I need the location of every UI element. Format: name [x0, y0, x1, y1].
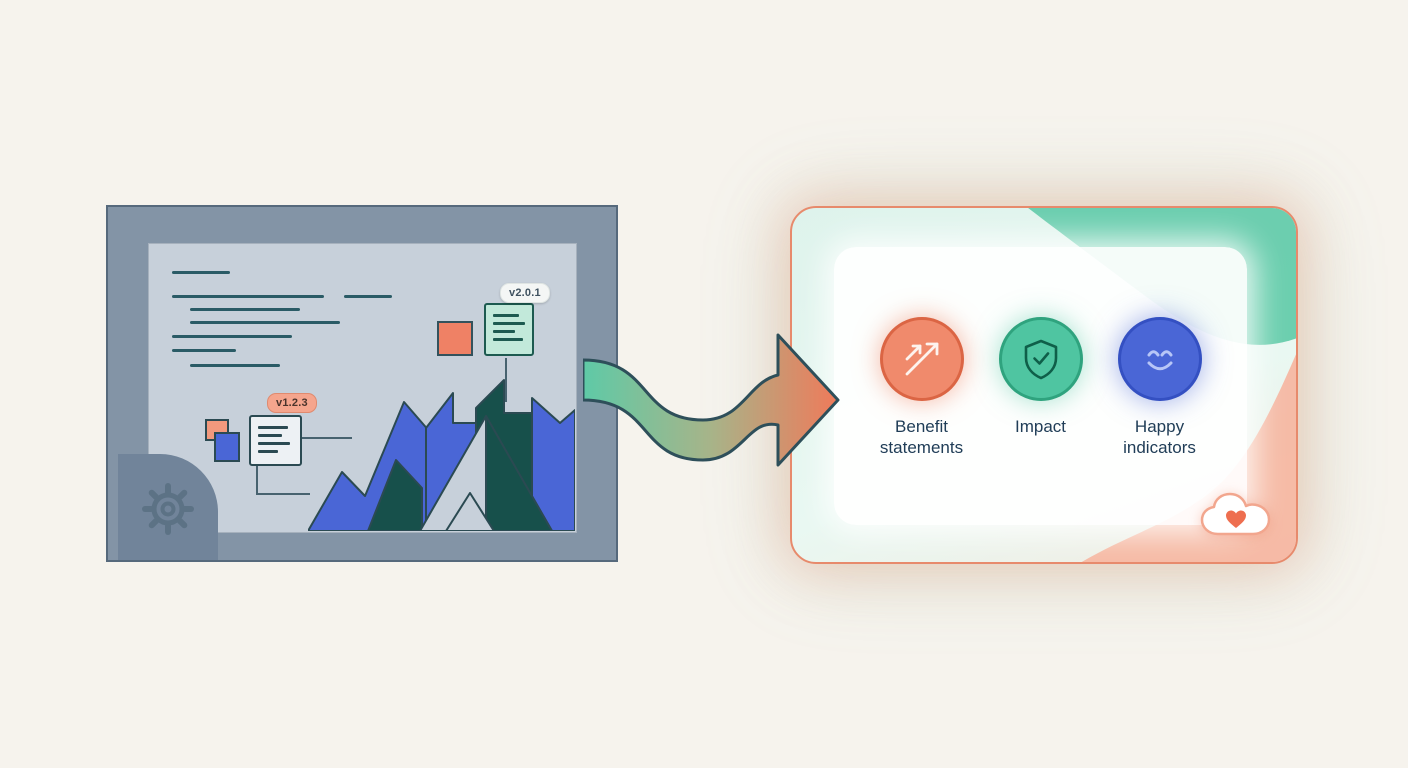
growth-mountains-illustration	[308, 379, 575, 531]
connector-line	[505, 358, 507, 402]
connector-line	[256, 493, 310, 495]
benefit-item-happy: Happy indicators	[1104, 317, 1216, 458]
code-line	[190, 321, 340, 324]
connector-line	[302, 437, 352, 439]
code-line	[172, 335, 292, 338]
benefit-label: Impact	[1014, 417, 1067, 436]
version-badge-new: v2.0.1	[500, 283, 550, 303]
code-line	[172, 295, 324, 298]
connector-line	[256, 466, 258, 495]
code-line	[172, 271, 230, 274]
code-line	[344, 295, 392, 298]
benefit-item-statements: Benefit statements	[866, 317, 978, 458]
code-line	[172, 349, 236, 352]
benefit-item-impact: Impact	[985, 317, 1097, 438]
growth-arrows-icon	[879, 317, 964, 401]
shield-check-icon	[998, 317, 1083, 401]
document-icon-old	[249, 415, 302, 466]
orange-block	[437, 321, 473, 356]
gear-corner	[118, 454, 218, 560]
transformation-arrow-icon	[583, 333, 840, 467]
cloud-heart-icon	[1200, 492, 1271, 536]
benefit-label: Happy indicators	[1123, 417, 1196, 457]
document-icon-new	[484, 303, 534, 356]
blue-block	[214, 432, 240, 462]
version-badge-old: v1.2.3	[267, 393, 317, 413]
gear-icon	[142, 483, 194, 535]
code-screen: v2.0.1 v1.2.3	[148, 243, 577, 533]
smiley-face-icon	[1117, 317, 1202, 401]
benefit-label: Benefit statements	[879, 417, 964, 457]
source-code-panel: v2.0.1 v1.2.3	[106, 205, 618, 562]
code-line	[190, 364, 280, 367]
code-line	[190, 308, 300, 311]
benefits-card: Benefit statements Impact	[790, 206, 1298, 564]
benefits-content: Benefit statements Impact	[834, 247, 1247, 525]
